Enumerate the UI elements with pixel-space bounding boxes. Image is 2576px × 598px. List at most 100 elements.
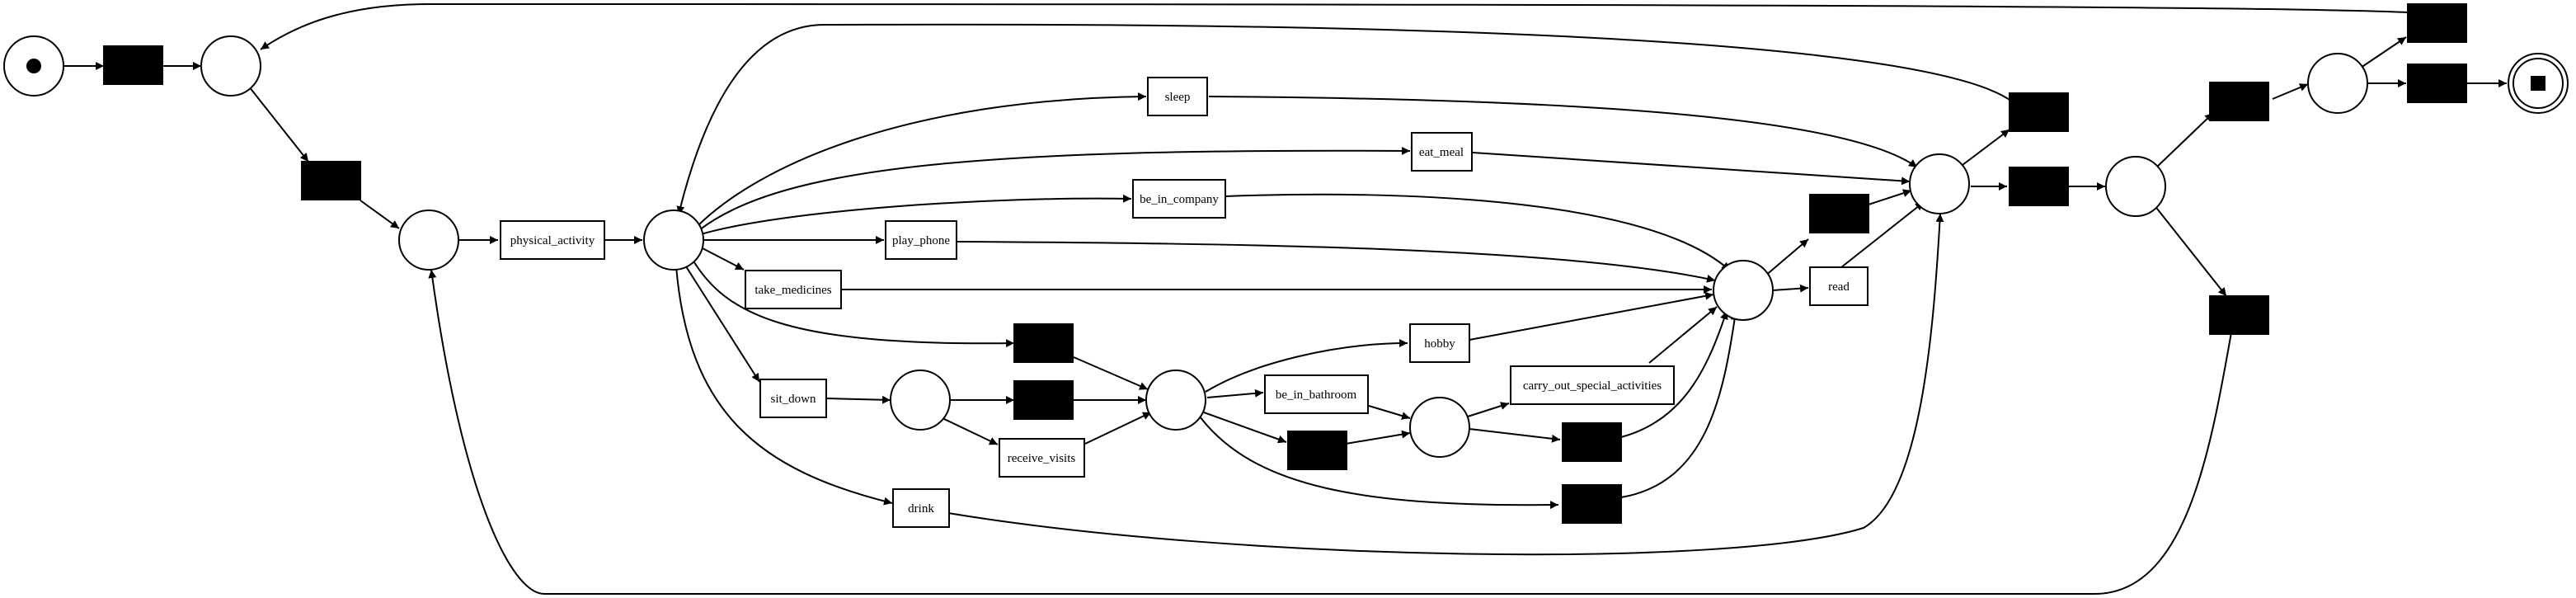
transition-label: sit_down	[770, 393, 816, 406]
transition-label: be_in_bathroom	[1276, 388, 1357, 402]
arc-t-silent-a-to-p4	[1073, 356, 1149, 390]
silent-transition-k[interactable]	[2407, 3, 2467, 43]
arc-play-phone-to-p6	[956, 241, 1716, 283]
transition-label: play_phone	[892, 234, 950, 247]
start-place[interactable]	[3, 35, 64, 97]
arc-p9-to-t-silent-k	[2360, 36, 2407, 68]
arc-t-silent-c-to-p5	[1345, 430, 1411, 445]
arc-p4-to-t-silent-c	[1203, 412, 1287, 444]
silent-transition-a[interactable]	[1013, 323, 1074, 363]
transition-label: be_in_company	[1140, 193, 1219, 206]
arc-hub-to-drink	[675, 266, 893, 506]
arc-p1-to-t2	[248, 86, 309, 162]
arc-t-silent-e-to-p6	[1620, 311, 1739, 498]
arc-t-silent-i-to-p9	[2272, 83, 2309, 100]
arc-p4-to-hobby	[1205, 339, 1408, 393]
place-p8[interactable]	[2105, 156, 2166, 217]
arc-hobby-to-p6	[1469, 291, 1714, 341]
end-place[interactable]	[2508, 53, 2569, 114]
arc-t-silent-j-to-p2	[428, 269, 2232, 595]
arc-hub-to-t-silent-a	[692, 259, 1015, 348]
arc-hub-to-eat-meal	[698, 146, 1411, 231]
arc-t-silent-g-to-hub	[676, 23, 2013, 215]
labeled-transitions: physical_activity sleep eat_meal be_in_c…	[500, 77, 1869, 528]
transition-label: receive_visits	[1008, 452, 1076, 465]
arc-t-silent-d-to-p6	[1620, 310, 1728, 438]
arc-be-in-bathroom-to-p5	[1368, 405, 1411, 420]
place-p5[interactable]	[1409, 397, 1470, 458]
arc-p4-to-be-in-bathroom	[1206, 388, 1264, 398]
silent-transition-f[interactable]	[1809, 194, 1869, 233]
transition-be-in-company[interactable]: be_in_company	[1132, 179, 1226, 219]
arc-p8-to-t-silent-j	[2153, 204, 2227, 297]
transition-take-medicines[interactable]: take_medicines	[745, 270, 842, 309]
transition-sit-down[interactable]: sit_down	[759, 379, 827, 418]
silent-transition-b[interactable]	[1013, 380, 1074, 420]
final-marking-icon	[2531, 76, 2545, 91]
arc-sit-down-to-p3	[825, 395, 891, 404]
transition-physical-activity[interactable]: physical_activity	[500, 220, 605, 260]
place-p2[interactable]	[398, 210, 459, 271]
transition-sleep[interactable]: sleep	[1147, 77, 1208, 116]
silent-transition-d[interactable]	[1562, 422, 1622, 462]
transition-label: eat_meal	[1419, 146, 1464, 159]
arc-p4-to-t-silent-e	[1199, 416, 1559, 510]
transition-hobby[interactable]: hobby	[1409, 323, 1470, 363]
arc-t2-to-p2	[360, 200, 400, 229]
silent-transition-t1[interactable]	[103, 45, 163, 85]
silent-transition-t2[interactable]	[301, 161, 361, 200]
arc-p7-to-t-silent-g	[1955, 129, 2010, 171]
silent-transitions	[103, 3, 2467, 524]
arc-p5-to-t-silent-d	[1469, 428, 1561, 443]
arc-drink-to-p7	[947, 213, 1944, 556]
transition-be-in-bathroom[interactable]: be_in_bathroom	[1264, 374, 1369, 414]
arc-sleep-to-p7	[1208, 96, 1918, 168]
transition-label: take_medicines	[754, 284, 831, 297]
arc-be-in-company-to-p6	[1225, 193, 1731, 271]
transition-play-phone[interactable]: play_phone	[885, 220, 957, 260]
silent-transition-g[interactable]	[2009, 92, 2069, 132]
place-hub[interactable]	[643, 210, 704, 271]
arc-p8-to-t-silent-i	[2155, 112, 2214, 169]
arc-p3-to-receive-visits	[942, 417, 999, 445]
place-p1[interactable]	[200, 35, 261, 97]
place-p6[interactable]	[1713, 260, 1774, 321]
transition-read[interactable]: read	[1809, 266, 1869, 306]
arc-carry-out-to-p6	[1648, 306, 1718, 364]
silent-transition-e[interactable]	[1562, 484, 1622, 524]
silent-transition-j[interactable]	[2209, 295, 2269, 335]
arc-receive-visits-to-p4	[1084, 412, 1152, 445]
arc-hub-to-take-medicines	[700, 247, 745, 271]
transition-label: physical_activity	[510, 234, 595, 247]
transition-label: carry_out_special_activities	[1523, 379, 1662, 393]
arc-eat-meal-to-p7	[1472, 152, 1911, 186]
arc-t-silent-f-to-p7	[1868, 189, 1912, 205]
place-p9[interactable]	[2307, 53, 2368, 114]
transition-receive-visits[interactable]: receive_visits	[999, 438, 1085, 478]
arc-p6-to-t-silent-f	[1764, 238, 1809, 277]
silent-transition-l[interactable]	[2407, 64, 2467, 103]
transition-label: read	[1828, 280, 1850, 294]
silent-transition-c[interactable]	[1287, 431, 1347, 470]
arcs	[63, 2, 2507, 595]
place-p3[interactable]	[890, 370, 951, 431]
transition-drink[interactable]: drink	[892, 488, 950, 528]
transition-eat-meal[interactable]: eat_meal	[1411, 132, 1473, 172]
place-p4[interactable]	[1145, 370, 1206, 431]
initial-token-icon	[26, 59, 41, 73]
arc-p6-to-read	[1772, 284, 1809, 293]
silent-transition-i[interactable]	[2209, 82, 2269, 121]
transition-carry-out-special-activities[interactable]: carry_out_special_activities	[1510, 365, 1675, 405]
arc-hub-to-sit-down	[684, 263, 760, 383]
transition-label: hobby	[1424, 337, 1455, 351]
transition-label: sleep	[1165, 91, 1191, 104]
arc-t-silent-k-to-p1	[260, 2, 2409, 50]
place-p7[interactable]	[1909, 153, 1970, 214]
arc-p5-to-carry-out	[1467, 402, 1510, 417]
places	[3, 35, 2569, 458]
silent-transition-h[interactable]	[2009, 167, 2069, 206]
transition-label: drink	[908, 502, 934, 516]
arc-read-to-p7	[1836, 201, 1925, 271]
arc-hub-to-be-in-company	[700, 194, 1132, 235]
